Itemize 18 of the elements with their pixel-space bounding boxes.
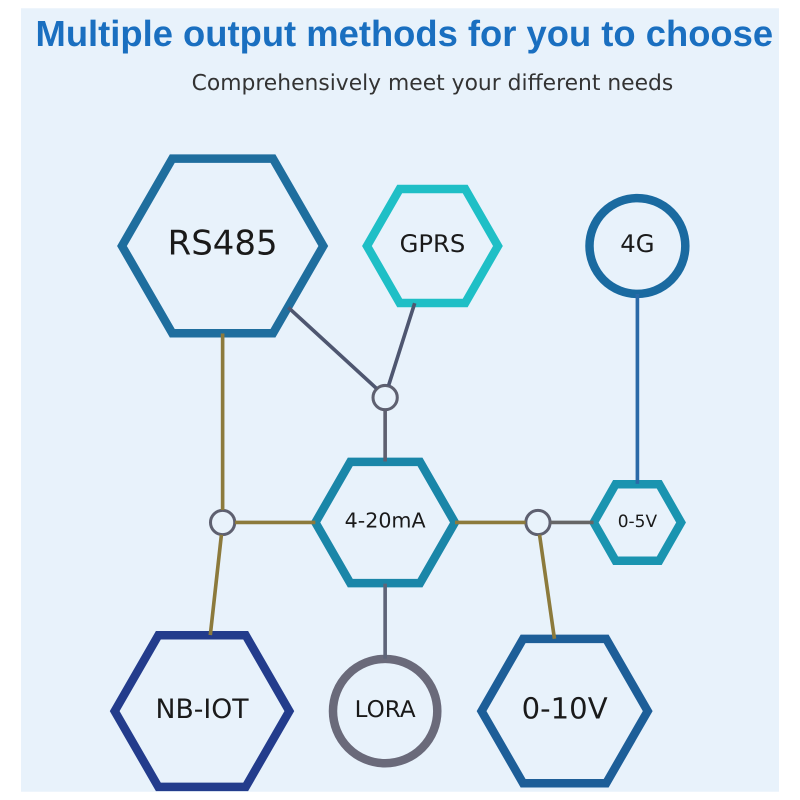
- connector: [455, 520, 526, 524]
- connector: [220, 334, 224, 510]
- node-circle: [372, 384, 399, 412]
- connector: [383, 584, 387, 659]
- node-circle: 4G: [585, 194, 690, 298]
- node-circle: [208, 508, 236, 536]
- diagram-title: Multiple output methods for you to choose: [36, 12, 774, 54]
- connector: [287, 306, 378, 390]
- connector: [208, 534, 224, 636]
- connector: [386, 302, 416, 386]
- label: Comprehensively meet your different needs: [192, 71, 674, 96]
- connector: [383, 410, 387, 462]
- connector: [636, 294, 640, 484]
- connector: [235, 520, 316, 524]
- connector: [538, 534, 556, 639]
- node-circle: [524, 508, 552, 536]
- connector: [550, 520, 594, 524]
- node-circle: LORA: [328, 654, 442, 768]
